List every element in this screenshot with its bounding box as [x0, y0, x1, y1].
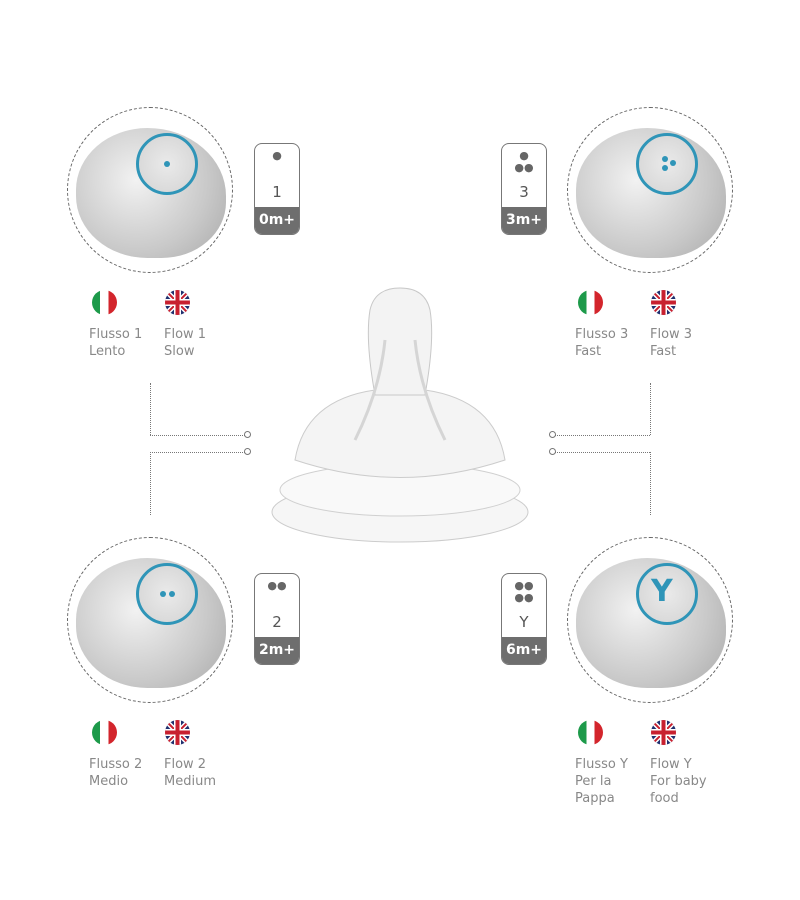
- flow-badge: ●●●● Y 6m+: [501, 573, 547, 665]
- italian-flow-label: Flusso Y Per la Pappa: [575, 756, 628, 807]
- flow-hole-dot: [670, 160, 676, 166]
- label-line: Flusso Y: [575, 757, 628, 772]
- flow-detail-circle: [67, 107, 233, 273]
- drop-icon: ●●●●: [514, 579, 534, 604]
- label-line: Flow 2: [164, 757, 207, 772]
- flow-hole-dot: [169, 591, 175, 597]
- label-line: Fast: [650, 344, 677, 359]
- italy-flag-icon: [578, 720, 603, 745]
- label-line: Flow 3: [650, 327, 693, 342]
- age-label: 2m+: [255, 637, 299, 664]
- flow-hole-ring: Y: [636, 563, 698, 625]
- english-flow-label: Flow 1 Slow: [164, 326, 206, 360]
- connector-line: [150, 452, 245, 453]
- italian-flow-label: Flusso 2 Medio: [89, 756, 142, 790]
- label-line: Pappa: [575, 791, 615, 806]
- drop-icon: ●●●: [514, 149, 534, 174]
- flow-hole-dot: [662, 156, 668, 162]
- label-line: Lento: [89, 344, 126, 359]
- connector-line: [150, 435, 245, 436]
- flow-detail-circle: Y: [567, 537, 733, 703]
- flow-number: 1: [272, 183, 282, 201]
- label-line: Medium: [164, 774, 216, 789]
- flow-hole-dot: [662, 165, 668, 171]
- age-label: 0m+: [255, 207, 299, 234]
- connector-line: [650, 452, 651, 515]
- nipple-product-image: [271, 287, 529, 543]
- label-line: Flow 1: [164, 327, 207, 342]
- flow-badge: ● 1 0m+: [254, 143, 300, 235]
- english-flow-label: Flow 2 Medium: [164, 756, 216, 790]
- italy-flag-icon: [92, 290, 117, 315]
- flow-number: 3: [519, 183, 529, 201]
- label-line: food: [650, 791, 679, 806]
- label-line: Medio: [89, 774, 129, 789]
- age-label: 6m+: [502, 637, 546, 664]
- flow-number: 2: [272, 613, 282, 631]
- italian-flow-label: Flusso 1 Lento: [89, 326, 142, 360]
- drop-icon: ●: [272, 149, 282, 162]
- uk-flag-icon: [651, 290, 676, 315]
- uk-flag-icon: [651, 720, 676, 745]
- flow-hole-dot: [164, 161, 170, 167]
- age-label: 3m+: [502, 207, 546, 234]
- connector-dot: [549, 431, 556, 438]
- drop-icon: ●●: [267, 579, 287, 592]
- connector-line: [150, 383, 151, 435]
- flow-hole-ring: [636, 133, 698, 195]
- label-line: Flusso 2: [89, 757, 143, 772]
- label-line: Flow Y: [650, 757, 692, 772]
- flow-hole-ring: [136, 563, 198, 625]
- y-cut-icon: Y: [651, 574, 673, 609]
- label-line: Flusso 1: [89, 327, 143, 342]
- italian-flow-label: Flusso 3 Fast: [575, 326, 628, 360]
- flow-badge: ●● 2 2m+: [254, 573, 300, 665]
- english-flow-label: Flow 3 Fast: [650, 326, 692, 360]
- label-line: Fast: [575, 344, 602, 359]
- connector-line: [650, 383, 651, 435]
- label-line: Flusso 3: [575, 327, 629, 342]
- connector-line: [555, 435, 650, 436]
- label-line: Slow: [164, 344, 195, 359]
- italy-flag-icon: [578, 290, 603, 315]
- flow-hole-dot: [160, 591, 166, 597]
- connector-line: [150, 452, 151, 515]
- label-line: For baby: [650, 774, 707, 789]
- flow-detail-circle: [567, 107, 733, 273]
- connector-dot: [549, 448, 556, 455]
- connector-dot: [244, 431, 251, 438]
- italy-flag-icon: [92, 720, 117, 745]
- uk-flag-icon: [165, 290, 190, 315]
- connector-line: [555, 452, 650, 453]
- english-flow-label: Flow Y For baby food: [650, 756, 707, 807]
- uk-flag-icon: [165, 720, 190, 745]
- connector-dot: [244, 448, 251, 455]
- label-line: Per la: [575, 774, 612, 789]
- flow-badge: ●●● 3 3m+: [501, 143, 547, 235]
- flow-number: Y: [519, 613, 529, 631]
- flow-hole-ring: [136, 133, 198, 195]
- flow-detail-circle: [67, 537, 233, 703]
